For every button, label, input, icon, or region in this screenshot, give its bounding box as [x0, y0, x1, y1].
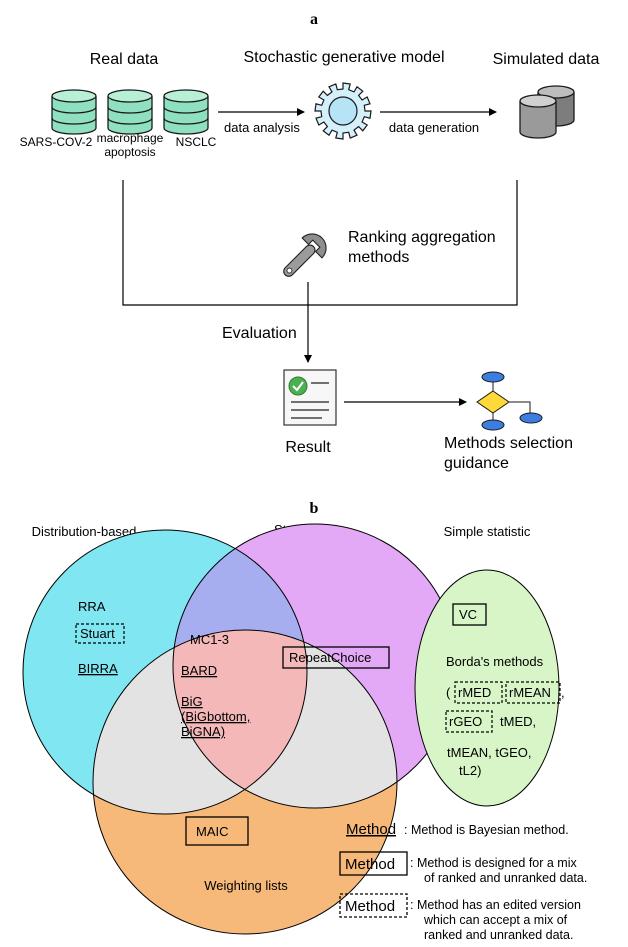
method-rgeo: rGEO [449, 714, 482, 729]
method-rmed: rMED [458, 685, 491, 700]
legend-edit-desc3: ranked and unranked data. [424, 928, 573, 942]
method-vc: VC [459, 607, 477, 622]
method-big: BiG [181, 694, 203, 709]
edited-version-box [445, 710, 493, 733]
gear-icon [314, 82, 372, 140]
legend: Method : Method is Bayesian method. Meth… [339, 821, 587, 942]
method-stuart: Stuart [80, 626, 115, 641]
legend-bayes-desc: : Method is Bayesian method. [404, 823, 569, 837]
database-icon [163, 89, 209, 135]
legend-mix-desc2: of ranked and unranked data. [424, 871, 587, 885]
result-label: Result [285, 439, 331, 456]
method-tl2: tL2) [459, 763, 481, 778]
mixed-data-box [282, 646, 390, 669]
legend-mix-desc1: : Method is designed for a mix [410, 856, 577, 870]
legend-edit-desc1: : Method has an edited version [410, 898, 581, 912]
edited-version-box [75, 623, 125, 644]
ranking-label-line1: Ranking aggregation [348, 229, 496, 246]
dataset-label: SARS-COV-2 [20, 135, 93, 149]
method-birra: BIRRA [78, 661, 118, 676]
legend-solid-box [339, 851, 408, 876]
result-document-icon [283, 369, 337, 426]
ranking-label-line2: methods [348, 249, 409, 266]
legend-bayes-term: Method [346, 821, 396, 838]
simulated-database-icon [519, 85, 575, 139]
dataset-label: NSCLC [176, 135, 217, 149]
venn-center [173, 630, 307, 808]
mixed-data-box [185, 816, 249, 846]
method-borda: Borda's methods [446, 654, 544, 669]
dataset-label: macrophage [97, 131, 164, 145]
method-repeatchoice: RepeatChoice [289, 650, 371, 665]
flowchart-icon [476, 371, 543, 431]
panel-b-label: b [310, 500, 319, 517]
method-comma: , [561, 685, 565, 700]
bracket-line [122, 180, 518, 306]
method-rmean: rMEAN [509, 685, 551, 700]
dataset-label: apoptosis [104, 145, 155, 159]
model-title: Stochastic generative model [244, 49, 445, 66]
header-distribution: Distribution-based [32, 524, 137, 539]
header-weighting: Weighting lists [204, 878, 288, 893]
simple-statistic-ellipse [414, 569, 560, 807]
method-maic: MAIC [196, 824, 229, 839]
mixed-data-box [452, 603, 487, 626]
edited-version-box [454, 681, 503, 704]
arrow-generation-label: data generation [389, 120, 479, 135]
method-bard: BARD [181, 663, 217, 678]
real-data-title: Real data [90, 51, 159, 68]
header-simple: Simple statistic [444, 524, 531, 539]
method-paren-open: ( [446, 685, 451, 700]
method-mc: MC1-3 [190, 632, 229, 647]
method-tmed: tMED, [500, 714, 536, 729]
method-rra: RRA [78, 599, 106, 614]
method-tmean-tgeo: tMEAN, tGEO, [447, 745, 532, 760]
simulated-data-title: Simulated data [493, 51, 600, 68]
method-bigbottom: (BiGbottom, [181, 709, 250, 724]
legend-edit-term: Method [345, 898, 395, 915]
database-icon [107, 89, 153, 135]
edited-version-box [505, 681, 561, 704]
database-icon [51, 89, 97, 135]
method-bigna: BiGNA) [181, 724, 225, 739]
guidance-label-line1: Methods selection [444, 435, 573, 452]
evaluation-label: Evaluation [222, 325, 297, 342]
arrow-analysis-label: data analysis [224, 120, 300, 135]
guidance-label-line2: guidance [444, 455, 509, 472]
wrench-icon [283, 233, 327, 277]
legend-mix-term: Method [345, 856, 395, 873]
panel-a-label: a [310, 11, 318, 28]
legend-edit-desc2: which can accept a mix of [423, 913, 568, 927]
